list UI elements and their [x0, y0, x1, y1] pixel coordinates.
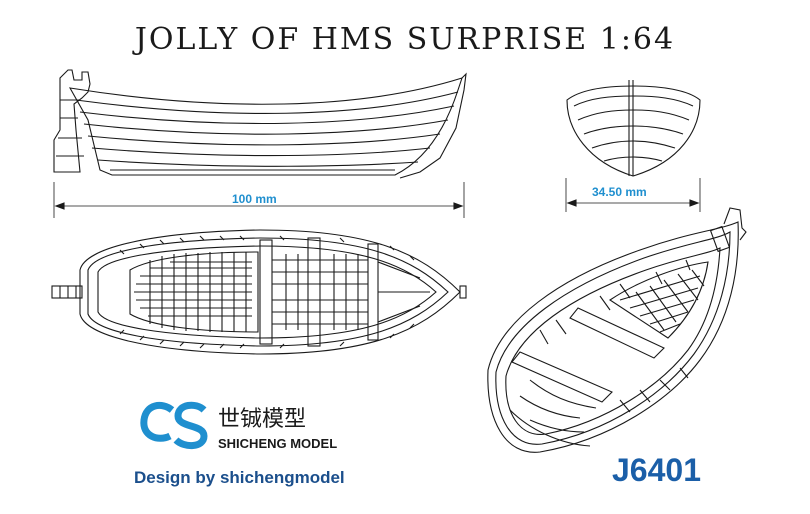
- model-code: J6401: [612, 452, 701, 488]
- brand-english-name: SHICHENG MODEL: [218, 436, 338, 451]
- drawing-title: JOLLY OF HMS SURPRISE 1:64: [134, 22, 676, 57]
- design-credit: Design by shichengmodel: [134, 468, 345, 487]
- length-dimension-label: 100 mm: [232, 192, 277, 206]
- side-view: [53, 69, 467, 218]
- beam-dimension-label: 34.50 mm: [592, 185, 647, 199]
- top-view: [51, 229, 467, 355]
- cs-logo-icon: [140, 401, 208, 449]
- brand-chinese-name: 世铖模型: [218, 407, 307, 432]
- front-view: [565, 80, 701, 212]
- perspective-view: [487, 207, 747, 453]
